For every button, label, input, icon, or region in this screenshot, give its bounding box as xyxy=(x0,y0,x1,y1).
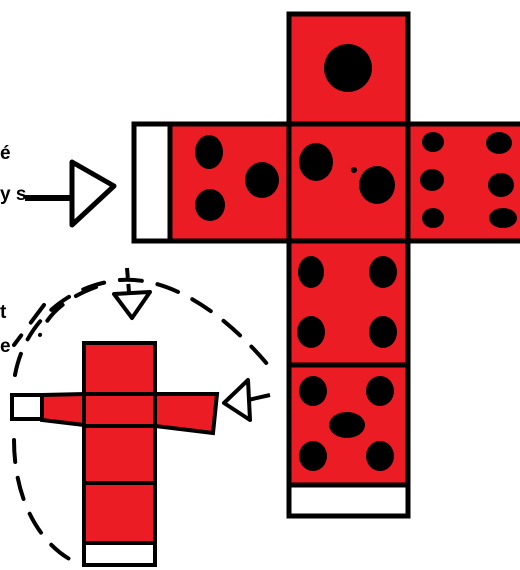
fold-arrow-down-icon xyxy=(114,268,150,318)
pip xyxy=(359,166,395,204)
pip xyxy=(299,441,327,471)
pip xyxy=(422,208,444,228)
large-left-flap xyxy=(134,124,170,241)
large-bottom-flap xyxy=(289,485,408,516)
pip xyxy=(299,143,333,181)
arrow-icon xyxy=(25,162,114,225)
fold-arrow-left-icon xyxy=(224,380,270,420)
small-cube-net xyxy=(12,343,217,565)
label-text-4: e xyxy=(0,337,11,356)
small-bottom-flap xyxy=(84,543,155,565)
pip xyxy=(329,412,365,438)
small-face-right xyxy=(155,394,217,433)
pip xyxy=(366,441,394,471)
pip xyxy=(195,135,223,169)
small-face-below-2 xyxy=(84,483,155,543)
pip xyxy=(351,167,357,173)
pip xyxy=(298,256,324,288)
pip xyxy=(195,189,225,221)
pip xyxy=(369,316,397,348)
small-face-below-1 xyxy=(84,426,155,483)
pip xyxy=(369,256,397,288)
small-face-left xyxy=(42,394,84,425)
small-face-center xyxy=(84,394,155,426)
pip xyxy=(488,173,514,197)
label-text-3: t xyxy=(0,303,6,322)
pip xyxy=(489,208,517,228)
pip xyxy=(366,376,394,406)
small-face-top xyxy=(84,343,155,394)
pip xyxy=(422,132,444,152)
large-cube-net xyxy=(134,14,520,516)
label-text-2: y s xyxy=(0,185,26,204)
pip xyxy=(297,316,325,348)
small-left-flap xyxy=(12,395,42,419)
pip xyxy=(245,162,279,198)
pip xyxy=(324,44,372,92)
pip xyxy=(299,376,327,406)
pip xyxy=(420,169,444,191)
pip xyxy=(486,132,512,154)
label-text-1: é xyxy=(0,144,11,163)
